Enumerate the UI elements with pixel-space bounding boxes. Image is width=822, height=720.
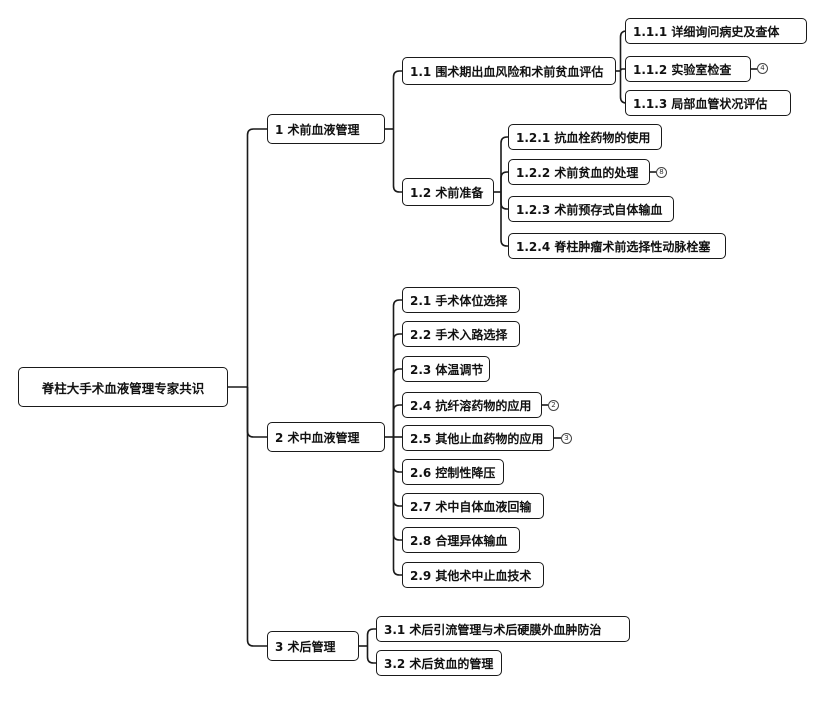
edge-node-1-2-to-node-1-2-3 [500, 192, 508, 210]
badge-2-4: 2 [548, 400, 559, 411]
node-2-5[interactable]: 2.5 其他止血药物的应用 [402, 425, 554, 451]
node-1[interactable]: 1 术前血液管理 [267, 114, 385, 144]
badge-2-5: 3 [561, 433, 572, 444]
edge-node-3-to-node-3-2 [366, 646, 376, 664]
node-1-2-4[interactable]: 1.2.4 脊柱肿瘤术前选择性动脉栓塞 [508, 233, 726, 259]
node-2-2[interactable]: 2.2 手术入路选择 [402, 321, 520, 347]
node-3-1[interactable]: 3.1 术后引流管理与术后硬膜外血肿防治 [376, 616, 630, 642]
node-1-1-1[interactable]: 1.1.1 详细询问病史及查体 [625, 18, 807, 44]
edge-node-2-to-node-2-4 [392, 404, 402, 437]
node-3[interactable]: 3 术后管理 [267, 631, 359, 661]
edge-node-2-to-node-2-9 [392, 437, 402, 576]
edge-node-2-to-node-2-3 [392, 368, 402, 437]
node-2-3[interactable]: 2.3 体温调节 [402, 356, 490, 382]
node-1-2[interactable]: 1.2 术前准备 [402, 178, 494, 206]
edge-node-1-to-node-1-2 [392, 129, 402, 193]
edge-node-1-2-to-node-1-2-1 [500, 136, 508, 192]
node-1-2-3[interactable]: 1.2.3 术前预存式自体输血 [508, 196, 674, 222]
node-2-6[interactable]: 2.6 控制性降压 [402, 459, 504, 485]
node-1-1-3[interactable]: 1.1.3 局部血管状况评估 [625, 90, 791, 116]
edge-node-root-to-node-1 [246, 128, 267, 387]
node-1-2-1[interactable]: 1.2.1 抗血栓药物的使用 [508, 124, 662, 150]
badge-1-2-2: 8 [656, 167, 667, 178]
node-1-1-2[interactable]: 1.1.2 实验室检查 [625, 56, 751, 82]
edge-node-root-to-node-3 [246, 387, 267, 647]
badge-1-1-2: 4 [757, 63, 768, 74]
node-2[interactable]: 2 术中血液管理 [267, 422, 385, 452]
node-2-7[interactable]: 2.7 术中自体血液回输 [402, 493, 544, 519]
node-2-8[interactable]: 2.8 合理异体输血 [402, 527, 520, 553]
edge-node-2-to-node-2-8 [392, 437, 402, 541]
node-2-1[interactable]: 2.1 手术体位选择 [402, 287, 520, 313]
edge-node-1-to-node-1-1 [392, 70, 402, 129]
node-3-2[interactable]: 3.2 术后贫血的管理 [376, 650, 502, 676]
edge-node-1-1-to-node-1-1-2 [619, 68, 625, 72]
node-2-4[interactable]: 2.4 抗纤溶药物的应用 [402, 392, 542, 418]
node-1-1[interactable]: 1.1 围术期出血风险和术前贫血评估 [402, 57, 616, 85]
edge-node-root-to-node-2 [246, 387, 267, 438]
edge-node-3-to-node-3-1 [366, 628, 376, 646]
edge-node-1-2-to-node-1-2-4 [500, 192, 508, 247]
edge-node-2-to-node-2-6 [392, 437, 402, 473]
node-1-2-2[interactable]: 1.2.2 术前贫血的处理 [508, 159, 650, 185]
edge-node-2-to-node-2-2 [392, 333, 402, 437]
node-2-9[interactable]: 2.9 其他术中止血技术 [402, 562, 544, 588]
node-root[interactable]: 脊柱大手术血液管理专家共识 [18, 367, 228, 407]
edge-node-2-to-node-2-1 [392, 299, 402, 437]
edge-node-1-2-to-node-1-2-2 [500, 171, 508, 192]
